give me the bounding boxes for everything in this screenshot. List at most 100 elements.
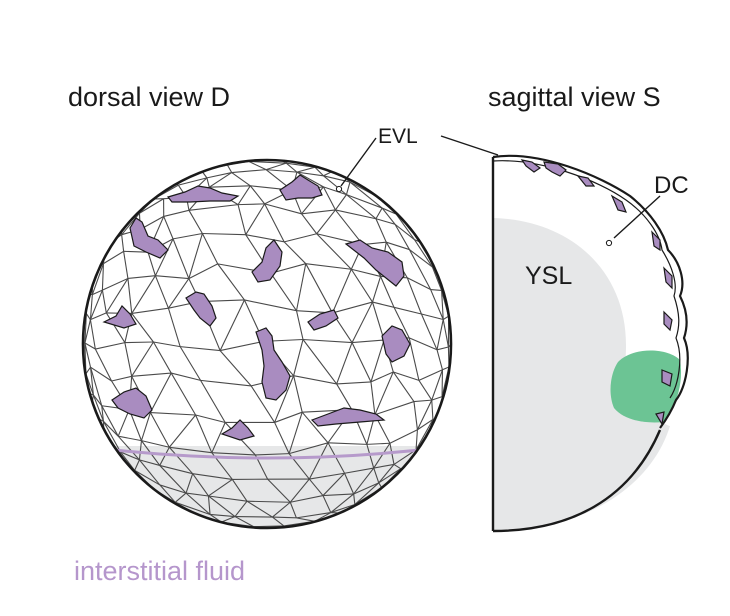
evl-cell-boundary [159,484,176,503]
evl-cell-boundary [94,348,113,382]
evl-cell-boundary [150,411,196,416]
evl-cell-boundary [346,194,377,220]
evl-cell-boundary [219,350,252,387]
evl-cell-boundary [56,396,60,417]
evl-cell-boundary [238,203,265,206]
dfc-cell [344,239,405,287]
evl-cell-boundary [382,175,407,197]
evl-cell-boundary [349,181,383,209]
evl-cell-boundary [352,339,385,344]
evl-cell-boundary [455,365,465,389]
evl-cell-boundary [407,277,431,291]
evl-cell-boundary [89,441,105,467]
evl-cell-boundary [351,268,381,277]
evl-cell-boundary [322,472,345,496]
evl-cell-boundary [208,495,248,502]
dc-leader-dot [605,239,613,247]
ysl-label: YSL [525,262,572,290]
evl-cell-boundary [140,516,179,520]
evl-cell-boundary [433,193,451,202]
evl-cell-boundary [274,422,290,454]
evl-cell-boundary [121,212,140,236]
evl-cell-boundary [436,346,449,351]
evl-cell-boundary [118,435,142,442]
evl-cell-boundary [138,440,143,460]
evl-cell-boundary [83,160,92,173]
evl-cell-boundary [413,401,418,430]
evl-cell-boundary [408,337,420,381]
evl-cell-boundary [366,442,390,445]
evl-cell-boundary [53,322,63,340]
evl-cell-boundary [393,306,422,315]
evl-cell-boundary [322,160,337,171]
evl-cell-boundary [330,493,355,513]
evl-cell-boundary [374,371,394,415]
evl-cell-boundary [336,383,353,410]
evl-cell-boundary [272,516,297,519]
evl-cell-boundary [471,492,487,517]
evl-cell-boundary [465,323,484,348]
evl-cell-boundary [118,168,141,177]
evl-cell-boundary [188,263,218,280]
evl-cell-boundary [83,244,93,272]
evl-cell-boundary [443,160,451,178]
dfc-cell [663,310,673,332]
evl-cell-boundary [353,482,379,495]
evl-cell-boundary [219,299,245,351]
evl-cell-boundary [82,536,108,540]
evl-cell-boundary [393,371,420,381]
evl-cell-boundary [60,417,76,440]
evl-cell-boundary [83,171,92,199]
evl-cell-boundary [393,463,402,470]
evl-cell-boundary [56,487,79,494]
dfc-cell [381,325,411,363]
evl-cell-boundary [134,541,160,543]
evl-cell-boundary [267,478,291,503]
evl-cell-boundary [427,539,461,540]
evl-cell-boundary [323,152,343,154]
evl-cell-boundary [234,500,248,517]
evl-cell-boundary [415,419,434,451]
evl-cell-boundary [394,223,410,250]
evl-cell-boundary [249,185,266,205]
evl-cell-boundary [139,160,160,170]
evl-cell-boundary [45,148,74,154]
evl-cell-boundary [327,442,367,445]
evl-cell-boundary [83,270,93,274]
evl-cell-boundary [405,152,430,153]
evl-cell-boundary [188,204,239,211]
evl-cell-boundary [456,246,486,248]
evl-cell-boundary [334,194,347,211]
evl-cell-boundary [83,367,87,375]
evl-cell-boundary [201,233,219,265]
evl-cell-boundary [393,307,410,339]
evl-cell-boundary [471,516,485,539]
evl-inner-surface [492,160,681,399]
evl-cell-boundary [211,452,256,456]
evl-annotation: EVL [335,125,499,193]
evl-cell-boundary [93,225,107,246]
evl-cell-boundary [102,277,129,291]
evl-cell-boundary [405,177,414,197]
evl-cell-boundary [351,535,370,539]
evl-cell-boundary [354,504,366,520]
evl-cell-boundary [127,470,136,491]
evl-cell-boundary [412,177,434,202]
evl-cell-boundary [212,521,222,528]
evl-cell-boundary [139,198,164,214]
evl-cell-boundary [54,199,63,225]
dfc-cell [543,161,567,177]
evl-cell-boundary [122,517,135,528]
dc-leader [613,195,661,239]
evl-cell-boundary [153,341,181,348]
evl-cell-boundary [370,371,394,383]
evl-cell-boundary [45,154,62,171]
evl-cell-boundary [335,209,377,220]
evl-leader-dorsal [340,137,377,187]
evl-cell-boundary [83,439,105,443]
evl-cell-boundary [456,246,465,273]
evl-cell-boundary [109,489,129,495]
evl-cell-boundary [226,164,233,173]
evl-cell-boundary [55,512,63,536]
evl-cell-boundary [405,195,434,202]
